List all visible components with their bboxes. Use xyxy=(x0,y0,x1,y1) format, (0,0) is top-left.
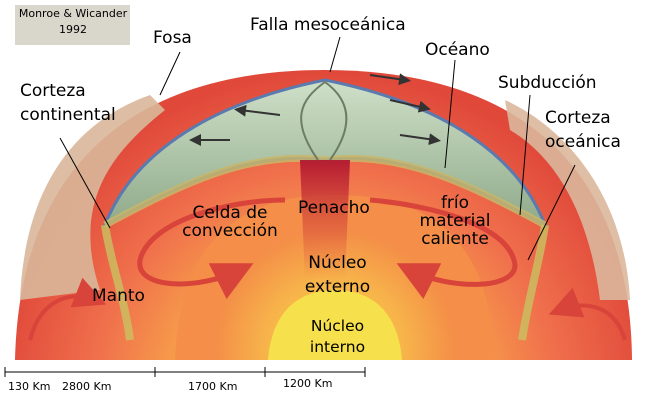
label-cold-hot: frío material caliente xyxy=(405,193,505,249)
scale-label-outer-core: 1700 Km xyxy=(188,380,238,393)
label-continental-crust-line1: Corteza xyxy=(20,81,86,101)
subducting-slab-left xyxy=(101,224,134,341)
convection-arrow-far-left xyxy=(28,277,107,341)
plate-motion-arrow xyxy=(234,104,281,117)
label-plume: Penacho xyxy=(298,198,370,218)
label-convection-line1: Celda de xyxy=(192,203,268,223)
scale-label-crust: 130 Km xyxy=(8,380,51,393)
label-material: material xyxy=(419,210,491,231)
leader-line-subduction xyxy=(519,94,531,216)
label-ridge: Falla mesoceánica xyxy=(250,15,406,35)
plate-motion-arrow xyxy=(399,133,441,146)
label-continental-crust-line2: continental xyxy=(20,104,116,125)
leader-line-ocean xyxy=(444,59,456,169)
label-ocean: Océano xyxy=(425,40,490,60)
leader-line-ridge xyxy=(329,36,341,73)
label-oceanic-crust-line2: oceánica xyxy=(545,131,621,152)
subducting-slab-right xyxy=(518,224,549,341)
label-mantle: Manto xyxy=(92,286,145,306)
leader-line-trench xyxy=(159,51,181,96)
credit-author: Monroe & Wicander xyxy=(18,7,128,20)
convection-arrow-far-right xyxy=(548,287,627,341)
label-trench: Fosa xyxy=(153,28,192,48)
label-subduction: Subducción xyxy=(498,73,597,93)
label-outer-core-line1: Núcleo xyxy=(308,253,367,273)
label-inner-core-line1: Núcleo xyxy=(310,317,365,335)
credit-box xyxy=(15,5,130,45)
scale-label-inner-core: 1200 Km xyxy=(283,377,333,390)
label-cold: frío xyxy=(440,193,470,213)
inner-core-region xyxy=(268,290,402,360)
scale-label-mantle: 2800 Km xyxy=(62,380,112,393)
leader-line-oceanic-crust xyxy=(527,164,576,261)
label-inner-core-line2: interno xyxy=(309,338,366,357)
label-continental-crust: Corteza continental xyxy=(20,81,116,125)
convection-arrow-left xyxy=(137,197,286,300)
credit-year: 1992 xyxy=(59,22,87,36)
label-inner-core: Núcleo interno xyxy=(295,318,380,356)
plate-motion-arrow xyxy=(389,99,431,113)
leader-line-continental xyxy=(59,137,111,229)
credit-text: Monroe & Wicander 1992 xyxy=(18,8,128,35)
label-oceanic-crust-line1: Corteza xyxy=(545,108,611,128)
continental-crust-right xyxy=(505,100,630,300)
mid-ocean-ridge xyxy=(300,81,348,161)
label-oceanic-crust: Corteza oceánica xyxy=(545,108,621,152)
label-convection-line2: convección xyxy=(182,220,278,241)
label-hot: caliente xyxy=(421,228,489,249)
label-convection-cell: Celda de convección xyxy=(165,203,295,241)
label-outer-core-line2: externo xyxy=(304,276,371,297)
convection-arrow-right xyxy=(369,197,518,300)
label-outer-core: Núcleo externo xyxy=(285,253,390,297)
plate-motion-arrow xyxy=(369,73,411,86)
plume-region xyxy=(300,160,350,280)
